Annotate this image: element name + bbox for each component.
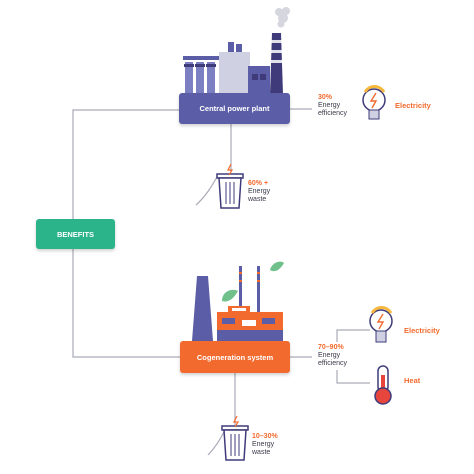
lightbulb-icon <box>369 306 393 343</box>
benefits-node: BENEFITS <box>36 219 115 249</box>
cogen-efficiency-text-2: efficiency <box>318 360 348 367</box>
cogen-heat-label: Heat <box>404 376 421 385</box>
central-waste-text-1: Energy <box>248 188 271 195</box>
central-power-plant-node: Central power plant <box>179 93 290 124</box>
central-efficiency-text-1: Energy <box>318 102 341 109</box>
central-waste-text-2: waste <box>248 196 267 203</box>
leaf-icon <box>222 289 238 302</box>
benefits-to-cogen-connector <box>72 249 180 358</box>
cogen-electricity-label: Electricity <box>404 326 440 335</box>
connectors <box>72 108 370 425</box>
central-efficiency-percent: 30% <box>318 94 333 101</box>
cogen-efficiency-branch-connector <box>336 329 370 342</box>
cogen-efficiency-stat: 70–90% Energy efficiency <box>318 344 347 368</box>
cogeneration-plant-icon <box>192 261 284 341</box>
lightbulb-icon <box>362 85 386 120</box>
benefits-to-central-connector <box>72 109 179 219</box>
cogen-efficiency-branch-connector-heat <box>336 370 370 384</box>
trash-bin-icon <box>195 163 244 209</box>
cogeneration-system-label: Cogeneration system <box>196 352 274 362</box>
factory-icon <box>183 7 290 94</box>
cogen-waste-text-2: waste <box>252 449 271 456</box>
cogen-efficiency-percent: 70–90% <box>318 344 344 351</box>
central-efficiency-stat: 30% Energy efficiency <box>318 94 347 118</box>
cogeneration-system-node: Cogeneration system <box>180 341 290 373</box>
central-electricity-label: Electricity <box>395 101 431 110</box>
cogen-waste-text-1: Energy <box>252 441 275 448</box>
central-waste-stat: 60% + Energy waste <box>248 180 270 204</box>
central-power-plant-label: Central power plant <box>199 104 270 113</box>
cogen-waste-stat: 10–30% Energy waste <box>252 433 278 457</box>
benefits-label: BENEFITS <box>56 229 95 239</box>
thermometer-icon <box>374 365 392 405</box>
central-efficiency-text-2: efficiency <box>318 110 348 117</box>
trash-bin-icon <box>207 415 249 461</box>
central-waste-percent: 60% + <box>248 180 269 187</box>
cogen-efficiency-text-1: Energy <box>318 352 341 359</box>
cogen-waste-percent: 10–30% <box>252 433 278 440</box>
